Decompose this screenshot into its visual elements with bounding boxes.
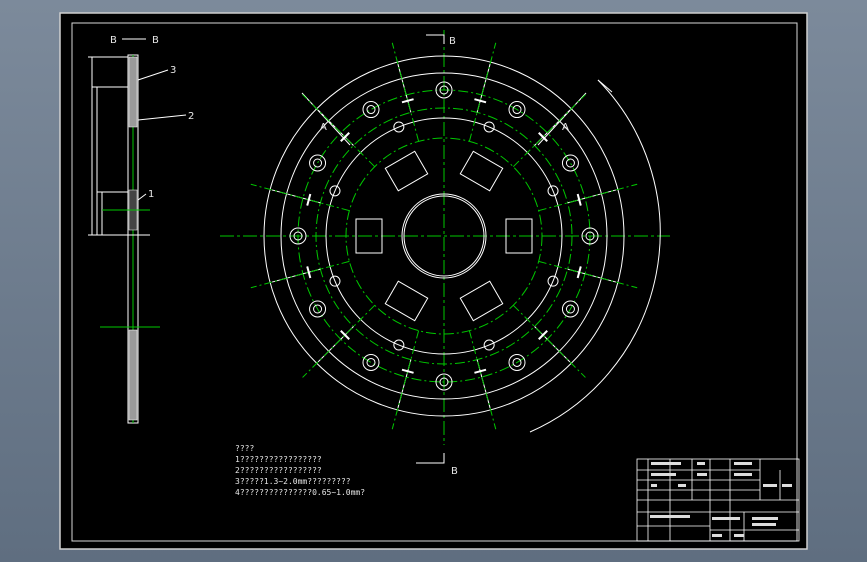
section-label-a-right: A	[562, 122, 569, 133]
bolt-hole-inner	[585, 231, 595, 241]
slot-tab	[576, 193, 582, 206]
bolt-hole-inner	[512, 105, 522, 115]
bolt-hole-outer	[435, 373, 453, 391]
note-4: 4???????????????0.65~1.0mm?	[235, 488, 366, 497]
bolt-hole-outer	[561, 154, 579, 172]
bolt-hole-outer	[289, 227, 307, 245]
bolt-hole-outer	[508, 353, 526, 371]
slot-tab	[538, 330, 548, 340]
spring-window	[459, 280, 504, 322]
radial-centerline	[468, 330, 497, 430]
rivet-hole	[483, 121, 495, 133]
sheet-background	[59, 12, 808, 550]
rivet-hole	[483, 339, 495, 351]
note-2: 2?????????????????	[235, 466, 322, 475]
rivet-hole	[393, 121, 405, 133]
callout-1: 1	[148, 189, 154, 200]
bolt-hole-outer	[362, 353, 380, 371]
bolt-hole-inner	[439, 377, 449, 387]
bolt-hole-outer	[435, 81, 453, 99]
bolt-hole-outer	[508, 101, 526, 119]
slot-tab	[340, 330, 350, 340]
bolt-hole-inner	[313, 304, 323, 314]
spring-window	[355, 218, 383, 254]
radial-centerline	[391, 330, 420, 430]
note-1: 1?????????????????	[235, 455, 322, 464]
section-label-b-top: B	[449, 36, 456, 47]
radial-centerline	[538, 183, 638, 212]
section-label-b-bottom: B	[451, 466, 458, 477]
radial-centerline	[538, 260, 638, 289]
bolt-hole-outer	[309, 154, 327, 172]
spring-window	[459, 150, 504, 192]
slot-tab	[306, 266, 312, 279]
bolt-hole-inner	[366, 357, 376, 367]
section-view-bb: B B 3 2 1	[88, 35, 194, 424]
rivet-hole	[329, 275, 341, 287]
bolt-hole-outer	[561, 300, 579, 318]
slot-tab	[474, 368, 487, 374]
rivet-hole	[547, 185, 559, 197]
radial-centerline	[302, 94, 376, 168]
bolt-hole-inner	[366, 105, 376, 115]
spring-window	[384, 280, 429, 322]
slot-tab	[306, 193, 312, 206]
bolt-hole-outer	[309, 300, 327, 318]
radial-centerline	[512, 304, 586, 378]
radial-centerline	[302, 304, 376, 378]
radial-centerline	[250, 183, 350, 212]
note-heading: ????	[235, 444, 255, 453]
rivet-hole	[329, 185, 341, 197]
spring-window	[505, 218, 533, 254]
section-label-a-left: A	[320, 122, 327, 133]
technical-notes: ???? 1????????????????? 2???????????????…	[235, 443, 365, 498]
section-label-b-left: B	[110, 35, 117, 46]
sheet-inner-border	[71, 22, 798, 542]
radial-features	[250, 42, 638, 430]
slot-tab	[401, 368, 414, 374]
bolt-hole-inner	[293, 231, 303, 241]
callout-2: 2	[188, 111, 194, 122]
rivet-hole	[393, 339, 405, 351]
radial-centerline	[468, 42, 497, 142]
bolt-hole-outer	[581, 227, 599, 245]
front-view-disc: B B A A	[220, 30, 670, 477]
callout-3: 3	[170, 65, 176, 76]
bolt-hole-inner	[565, 158, 575, 168]
slot-tab	[576, 266, 582, 279]
slot-tab	[538, 132, 548, 142]
radial-centerline	[250, 260, 350, 289]
bolt-hole-outer	[362, 101, 380, 119]
spring-window	[384, 150, 429, 192]
bolt-hole-inner	[313, 158, 323, 168]
radial-centerline	[512, 94, 586, 168]
bolt-hole-inner	[512, 357, 522, 367]
slot-tab	[474, 98, 487, 104]
rivet-hole	[547, 275, 559, 287]
note-3: 3?????1.3~2.0mm?????????	[235, 477, 351, 486]
bolt-hole-inner	[565, 304, 575, 314]
slot-tab	[340, 132, 350, 142]
section-label-b-right: B	[152, 35, 159, 46]
radial-centerline	[391, 42, 420, 142]
slot-tab	[401, 98, 414, 104]
bolt-hole-inner	[439, 85, 449, 95]
